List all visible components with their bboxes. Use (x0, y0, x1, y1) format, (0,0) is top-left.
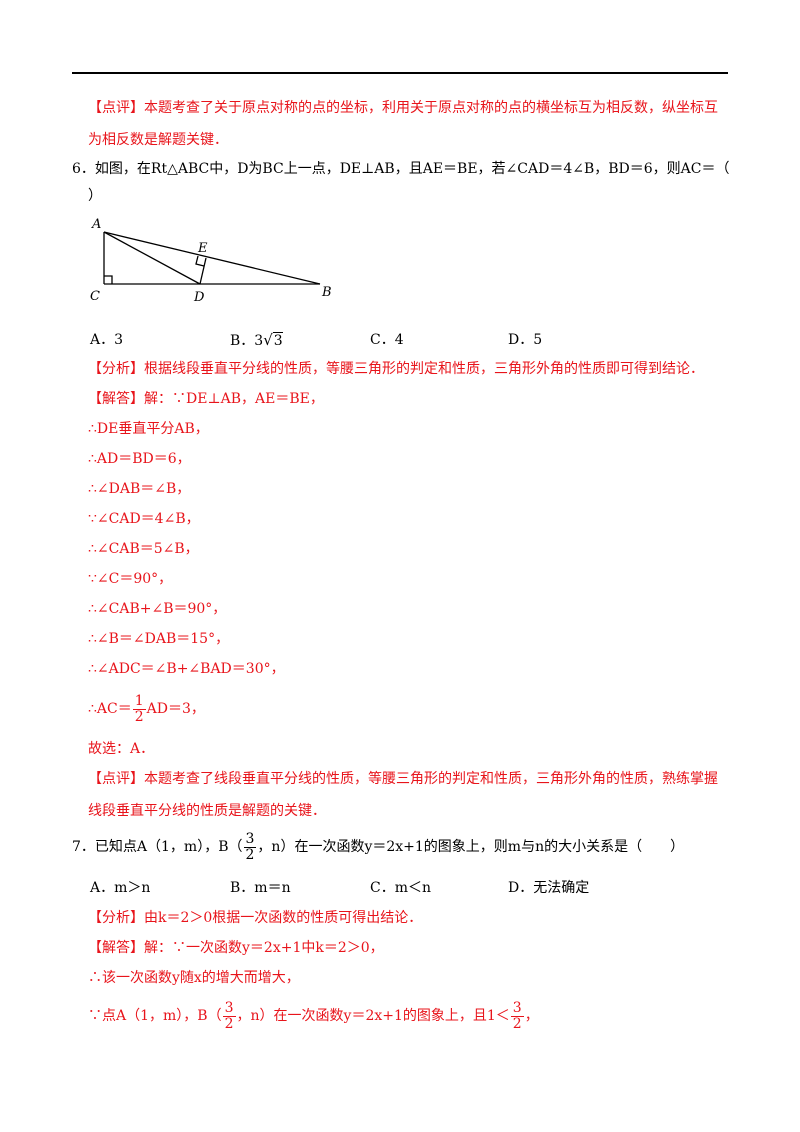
segment-de (199, 257, 207, 285)
q7-solution-line2: ∴该一次函数y随x的增大而增大， (88, 970, 300, 986)
q7-option-a: A．m＞n (90, 880, 151, 896)
q6-stem-line1: 6．如图，在Rt△ABC中，D为BC上一点，DE⊥AB，且AE＝BE，若∠CAD… (72, 161, 730, 177)
right-angle-mark-e (195, 255, 205, 267)
q6-comment-line1: 【点评】本题考查了线段垂直平分线的性质，等腰三角形的判定和性质，三角形外角的性质… (88, 771, 718, 787)
label-a: A (91, 217, 101, 232)
q7-solution-line1: 【解答】解：∵一次函数y＝2x+1中k＝2＞0， (88, 940, 384, 956)
triangle-figure: A E C D B (90, 217, 332, 305)
q6-option-b-radicand: 3 (272, 332, 283, 349)
q7-option-c: C．m＜n (370, 880, 432, 896)
label-b: B (321, 285, 332, 300)
q6-analysis: 【分析】根据线段垂直平分线的性质，等腰三角形的判定和性质，三角形外角的性质即可得… (88, 361, 704, 377)
q6-solution-line: ∴∠ADC＝∠B+∠BAD＝30°， (88, 661, 285, 677)
q6-solution-line: ∵∠C＝90°， (88, 571, 173, 587)
header-rule (72, 72, 728, 74)
q5-comment-line2: 为相反数是解题关键． (88, 132, 228, 148)
q6-solution-line: ∴∠DAB＝∠B， (88, 481, 191, 497)
q6-solution-line: ∴AD＝BD＝6， (88, 451, 191, 467)
q6-stem-line2: ） (88, 188, 102, 204)
q6-option-a: A．3 (90, 332, 124, 348)
q6-answer: 故选：A． (88, 741, 155, 757)
label-c: C (90, 289, 100, 304)
q6-solution-line: ∴DE垂直平分AB， (88, 421, 209, 437)
segment-ab (103, 231, 321, 285)
q7-analysis: 【分析】由k＝2＞0根据一次函数的性质可得出结论． (88, 910, 423, 926)
q6-solution-line: ∴∠B＝∠DAB＝15°， (88, 631, 230, 647)
label-d: D (193, 290, 205, 305)
q6-option-c: C．4 (370, 332, 404, 348)
segment-ad (103, 231, 201, 285)
q6-option-b: B．3√3 (230, 331, 283, 349)
q6-solution-line: ∵∠CAD＝4∠B， (88, 511, 200, 527)
q6-solution-line: 【解答】解：∵DE⊥AB，AE＝BE， (88, 391, 324, 407)
right-angle-mark-c (104, 275, 113, 284)
q6-solution-line: ∴∠CAB+∠B＝90°， (88, 601, 227, 617)
label-e: E (197, 241, 208, 256)
q6-option-d: D．5 (508, 332, 543, 348)
q7-option-b: B．m＝n (230, 880, 291, 896)
q7-option-d: D．无法确定 (508, 880, 590, 896)
q5-comment-line1: 【点评】本题考查了关于原点对称的点的坐标，利用关于原点对称的点的横坐标互为相反数… (88, 100, 718, 116)
q6-solution-line: ∴∠CAB＝5∠B， (88, 541, 199, 557)
q6-comment-line2: 线段垂直平分线的性质是解题的关键． (88, 803, 326, 819)
